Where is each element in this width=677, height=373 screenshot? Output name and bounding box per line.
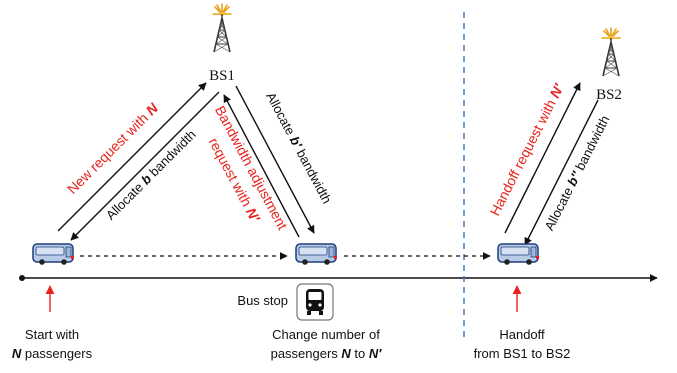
arrow-allocate-b-dprime bbox=[524, 99, 599, 246]
bus-icon-start bbox=[32, 243, 75, 266]
arrow-allocate-b-prime bbox=[235, 85, 315, 234]
bs1-label: BS1 bbox=[209, 68, 235, 84]
arrow-bw-adjustment bbox=[223, 94, 300, 238]
caption-handoff-line1: Handoff bbox=[499, 327, 545, 342]
bus-stop-icon bbox=[296, 283, 334, 321]
arrow-allocate-b bbox=[70, 91, 220, 241]
bus-icon-handoff bbox=[497, 243, 540, 266]
label-allocate-b-dprime: Allocate b″ bandwidth bbox=[541, 113, 612, 233]
caption-start-line1: Start with bbox=[25, 327, 79, 342]
caption-change-line2: passengers N to N′ bbox=[271, 346, 383, 361]
caption-handoff-line2: from BS1 to BS2 bbox=[474, 346, 571, 361]
caption-start-line2: N passengers bbox=[12, 346, 93, 361]
arrow-handoff-request bbox=[504, 82, 581, 234]
bs1-tower-icon bbox=[212, 3, 232, 53]
timeline-axis bbox=[19, 274, 658, 282]
bus-stop-label: Bus stop bbox=[237, 293, 288, 308]
bs2-label: BS2 bbox=[596, 87, 622, 103]
bs2-tower-icon bbox=[601, 27, 621, 77]
label-handoff-request: Handoff request with N′ bbox=[486, 81, 567, 218]
arrow-new-request bbox=[57, 82, 207, 232]
bus-icon-stop bbox=[295, 243, 338, 266]
caption-change-line1: Change number of bbox=[272, 327, 380, 342]
